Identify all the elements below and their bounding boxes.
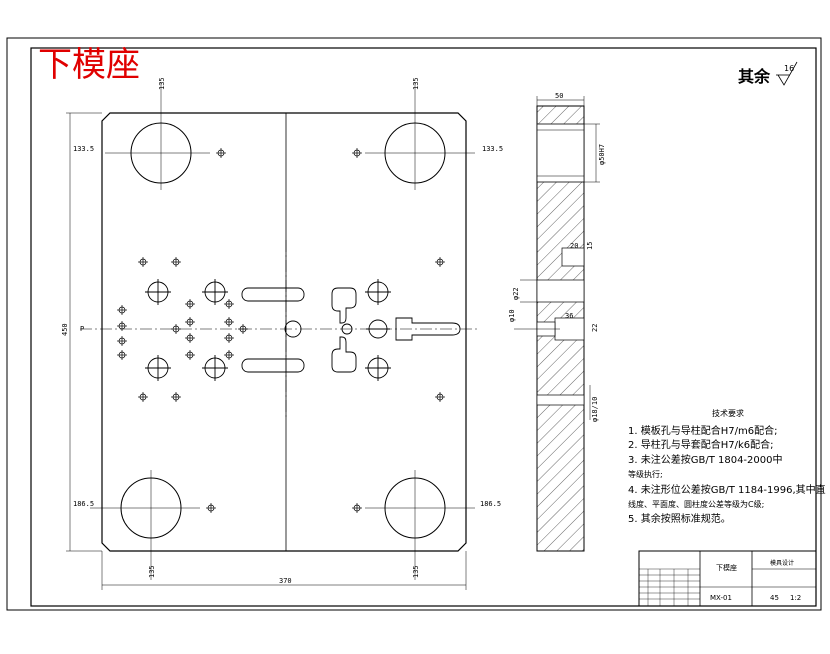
section-view bbox=[514, 96, 600, 552]
tech-item-4b: 线度、平面度、圆柱度公差等级为C级; bbox=[628, 499, 764, 509]
inner-border bbox=[30, 47, 817, 607]
tech-requirements: 技术要求 1. 模板孔与导柱配合H7/m6配合; 2. 导柱孔与导套配合H7/k… bbox=[628, 408, 826, 525]
finish-value: 16 bbox=[784, 64, 794, 73]
dim-offset-br: 186.5 bbox=[480, 500, 501, 508]
tech-item-1: 1. 模板孔与导柱配合H7/m6配合; bbox=[628, 424, 777, 437]
dim-hole-g: φ18/10 bbox=[591, 397, 599, 422]
main-plate-view bbox=[66, 82, 480, 590]
dim-hole-c: 22 bbox=[591, 324, 599, 332]
guide-bore-br bbox=[365, 470, 475, 580]
slots bbox=[241, 287, 461, 373]
dim-corner-tl: 135 bbox=[158, 77, 166, 90]
tech-item-3b: 等级执行; bbox=[628, 469, 663, 479]
center-label-p: P bbox=[80, 325, 84, 333]
dim-hole-f: φ10 bbox=[508, 309, 516, 322]
dim-corner-br: 135 bbox=[412, 565, 420, 578]
dim-offset-tr: 133.5 bbox=[482, 145, 503, 153]
plate-outline bbox=[101, 112, 467, 552]
tech-item-5: 5. 其余按照标准规范。 bbox=[628, 512, 731, 525]
dim-bore: φ50H7 bbox=[598, 144, 606, 165]
dim-hole-d: 36 bbox=[565, 312, 573, 320]
dim-corner-tr: 135 bbox=[412, 77, 420, 90]
dim-height: 450 bbox=[61, 323, 69, 336]
title-block-material: 45 bbox=[770, 594, 779, 602]
dim-hole-a: 20 bbox=[570, 242, 578, 250]
tech-item-3: 3. 未注公差按GB/T 1804-2000中 bbox=[628, 453, 783, 466]
pin-holes bbox=[145, 279, 391, 381]
dim-offset-tl: 133.5 bbox=[73, 145, 94, 153]
outer-border bbox=[6, 37, 822, 611]
finish-prefix: 其余 bbox=[738, 67, 771, 86]
dim-hole-e: φ22 bbox=[512, 287, 520, 300]
tech-heading: 技术要求 bbox=[712, 408, 744, 418]
roughness-symbol bbox=[777, 61, 798, 86]
tech-item-4: 4. 未注形位公差按GB/T 1184-1996,其中直 bbox=[628, 483, 826, 496]
tech-item-2: 2. 导柱孔与导套配合H7/k6配合; bbox=[628, 438, 774, 451]
dim-corner-bl: 135 bbox=[148, 565, 156, 578]
title-block bbox=[638, 550, 817, 607]
title-block-company: 模具设计 bbox=[770, 559, 794, 567]
guide-bore-tl bbox=[105, 82, 210, 190]
dim-offset-bl: 186.5 bbox=[73, 500, 94, 508]
dimension-lines bbox=[66, 112, 467, 590]
drawing-title: 下模座 bbox=[38, 45, 140, 85]
screw-holes bbox=[117, 148, 445, 513]
dim-hole-b: 15 bbox=[586, 242, 594, 250]
guide-bore-bl bbox=[90, 470, 200, 580]
guide-bore-tr bbox=[365, 82, 475, 190]
dim-thickness: 50 bbox=[555, 92, 563, 100]
title-block-scale: 1:2 bbox=[790, 594, 801, 602]
title-block-part-name: 下模座 bbox=[716, 563, 737, 572]
title-block-drawing-no: MX-01 bbox=[710, 594, 732, 602]
dim-width: 370 bbox=[279, 577, 292, 585]
